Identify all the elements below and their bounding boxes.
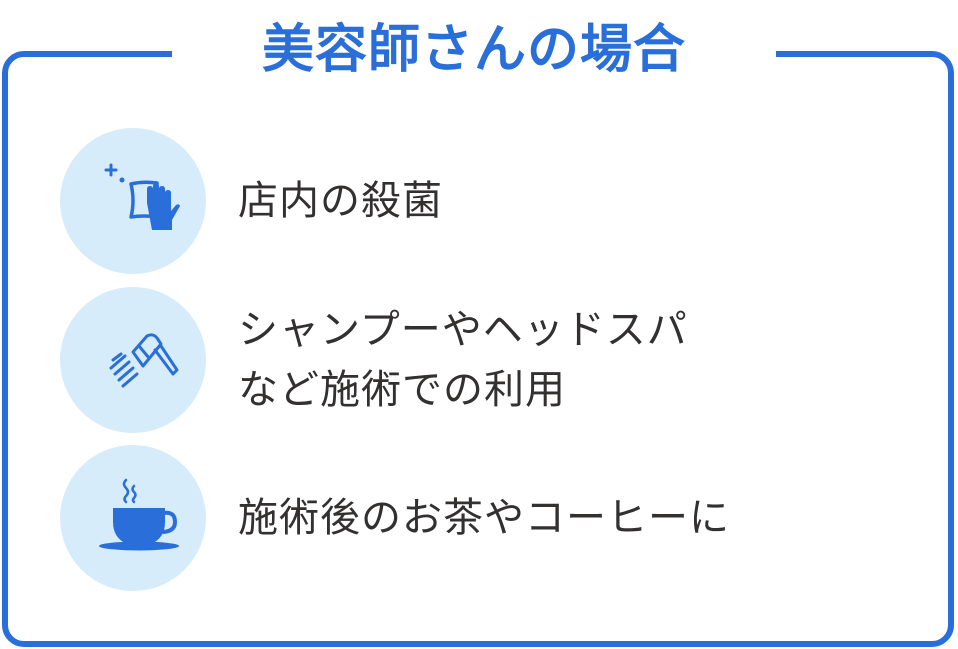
shower-head-icon [109, 333, 179, 388]
icon-circle [60, 287, 206, 433]
icon-circle [60, 128, 206, 274]
coffee-cup-icon [99, 478, 179, 551]
item-label: 店内の殺菌 [238, 178, 443, 224]
list-item-tea-coffee: 施術後のお茶やコーヒーに [60, 445, 730, 591]
wipe-cleaning-icon [104, 163, 180, 230]
item-label: シャンプーやヘッドスパ など施術での利用 [238, 307, 688, 413]
page-title: 美容師さんの場合 [261, 20, 686, 80]
icon-circle [60, 445, 206, 591]
list-item-shampoo: シャンプーやヘッドスパ など施術での利用 [60, 287, 688, 433]
list-item-sterilization: 店内の殺菌 [60, 128, 443, 274]
title-gap [172, 40, 776, 70]
item-label: 施術後のお茶やコーヒーに [238, 495, 730, 541]
